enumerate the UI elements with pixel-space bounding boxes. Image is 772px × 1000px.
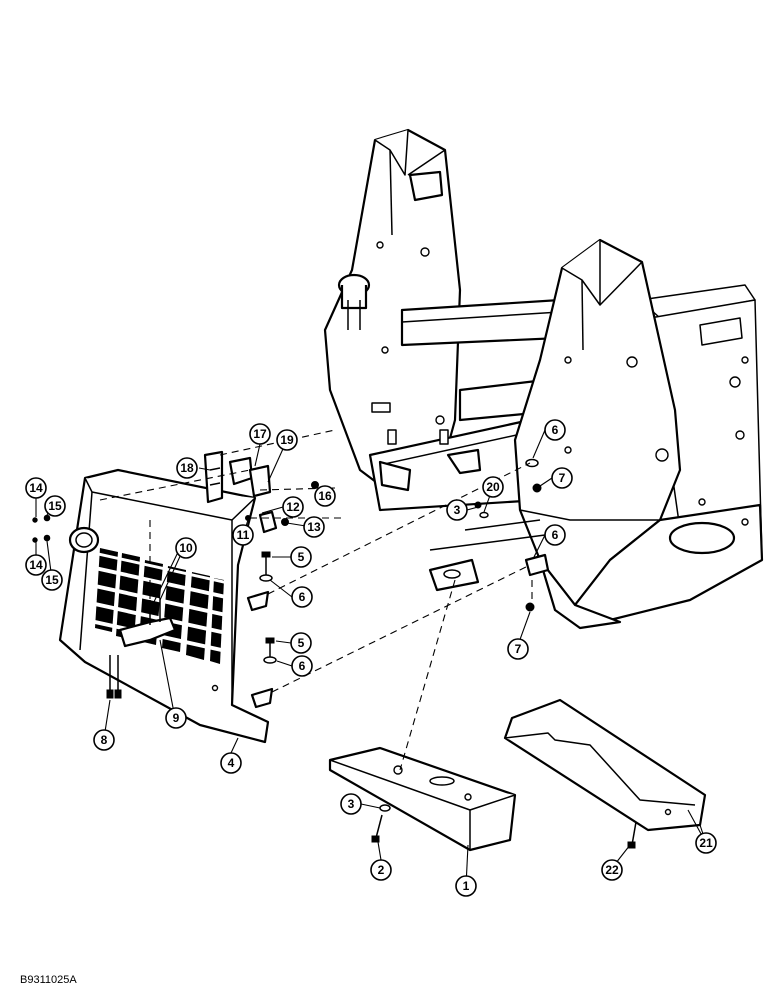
latch-hardware	[32, 450, 550, 699]
callout: 1	[455, 875, 477, 897]
callout: 12	[282, 496, 304, 518]
svg-text:6: 6	[299, 659, 306, 673]
svg-text:6: 6	[299, 590, 306, 604]
svg-text:10: 10	[179, 541, 193, 555]
svg-text:12: 12	[286, 500, 300, 514]
svg-text:19: 19	[280, 433, 294, 447]
svg-text:16: 16	[318, 489, 332, 503]
callouts: 1 2 3 3 4 5 5 6 6 6 6 7 7 8 9 10 11 12 1…	[25, 419, 717, 897]
svg-text:7: 7	[515, 642, 522, 656]
callout: 6	[291, 655, 313, 677]
callout: 6	[544, 419, 566, 441]
svg-text:5: 5	[298, 636, 305, 650]
rear-grille-door	[58, 468, 274, 744]
svg-text:3: 3	[454, 503, 461, 517]
callout: 2	[370, 859, 392, 881]
svg-text:15: 15	[45, 573, 59, 587]
callout: 6	[544, 524, 566, 546]
callout: 14	[25, 477, 47, 499]
svg-text:6: 6	[552, 423, 559, 437]
callout: 4	[220, 752, 242, 774]
callout: 5	[290, 632, 312, 654]
svg-text:2: 2	[378, 863, 385, 877]
callout: 22	[601, 859, 623, 881]
callout: 15	[41, 569, 63, 591]
svg-text:20: 20	[486, 480, 500, 494]
callout: 7	[551, 467, 573, 489]
callout: 6	[291, 586, 313, 608]
svg-text:14: 14	[29, 481, 43, 495]
callout: 15	[44, 495, 66, 517]
callout: 16	[314, 485, 336, 507]
callout: 21	[695, 832, 717, 854]
svg-text:21: 21	[699, 836, 713, 850]
svg-text:17: 17	[253, 427, 267, 441]
callout: 5	[290, 546, 312, 568]
callout: 18	[176, 457, 198, 479]
svg-text:9: 9	[173, 711, 180, 725]
svg-text:18: 18	[180, 461, 194, 475]
side-shield	[503, 698, 707, 849]
svg-text:7: 7	[559, 471, 566, 485]
callout: 7	[507, 638, 529, 660]
callout: 20	[482, 476, 504, 498]
callout: 11	[232, 524, 254, 546]
svg-text:3: 3	[348, 797, 355, 811]
svg-text:15: 15	[48, 499, 62, 513]
svg-text:5: 5	[298, 550, 305, 564]
callout: 9	[165, 707, 187, 729]
callout: 10	[175, 537, 197, 559]
svg-text:14: 14	[29, 558, 43, 572]
svg-text:22: 22	[605, 863, 619, 877]
callout: 19	[276, 429, 298, 451]
callout: 13	[303, 516, 325, 538]
callout: 3	[340, 793, 362, 815]
loader-frame	[323, 128, 764, 630]
svg-text:11: 11	[237, 528, 250, 542]
callout: 14	[25, 554, 47, 576]
callout: 8	[93, 729, 115, 751]
svg-text:4: 4	[228, 756, 235, 770]
callout: 17	[249, 423, 271, 445]
svg-text:13: 13	[307, 520, 321, 534]
callout: 3	[446, 499, 468, 521]
figure-id: B9311025A	[20, 974, 77, 986]
svg-text:8: 8	[101, 733, 108, 747]
svg-text:6: 6	[552, 528, 559, 542]
skid-plate	[328, 746, 517, 852]
svg-text:1: 1	[463, 879, 470, 893]
